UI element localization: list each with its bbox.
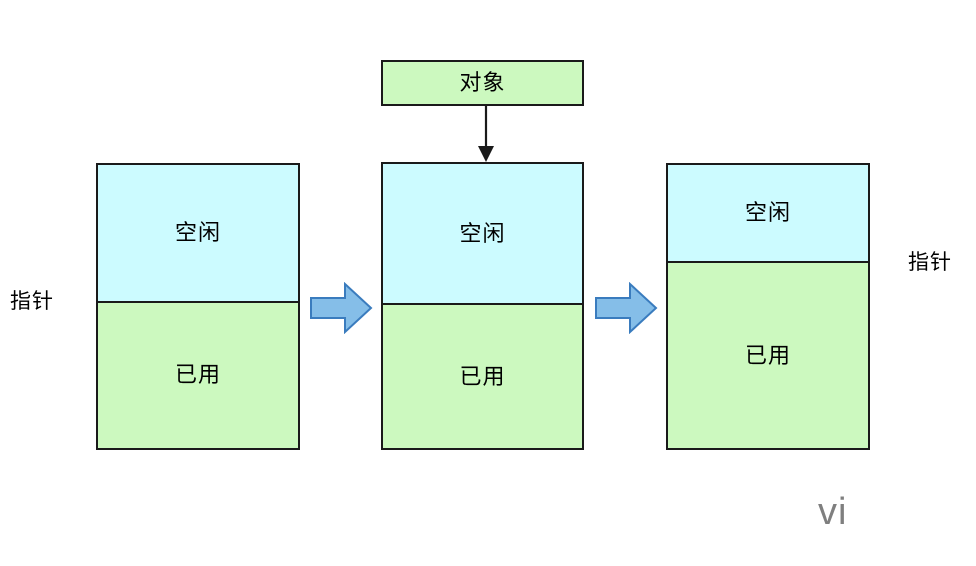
segment-used-label: 已用	[459, 363, 506, 389]
segment-free-label: 空闲	[459, 220, 506, 246]
pointer-label-left-text: 指针	[10, 290, 54, 313]
pointer-label-left: 指针	[10, 291, 54, 312]
segment-used: 已用	[383, 303, 582, 448]
segment-used: 已用	[668, 261, 868, 448]
segment-free: 空闲	[383, 164, 582, 304]
segment-free-label: 空闲	[744, 200, 791, 226]
watermark-text: vi	[818, 491, 848, 533]
object-box-label: 对象	[459, 70, 506, 95]
segment-free: 空闲	[668, 165, 868, 262]
segment-free: 空闲	[98, 165, 298, 301]
arrow-step-1	[310, 282, 373, 334]
watermark: vi	[818, 493, 847, 531]
segment-used-label: 已用	[744, 342, 791, 368]
segment-used-label: 已用	[174, 362, 221, 388]
connector-arrow-object-to-block	[478, 104, 494, 162]
memory-block-middle: 空闲 已用	[381, 162, 584, 450]
arrow-step-2	[595, 282, 658, 334]
segment-used: 已用	[98, 300, 298, 448]
memory-block-right: 空闲 已用	[666, 163, 870, 450]
memory-block-left: 空闲 已用	[96, 163, 300, 450]
pointer-label-right: 指针	[908, 252, 952, 273]
object-box: 对象	[381, 60, 584, 106]
segment-free-label: 空闲	[174, 219, 221, 245]
pointer-label-right-text: 指针	[908, 251, 952, 274]
